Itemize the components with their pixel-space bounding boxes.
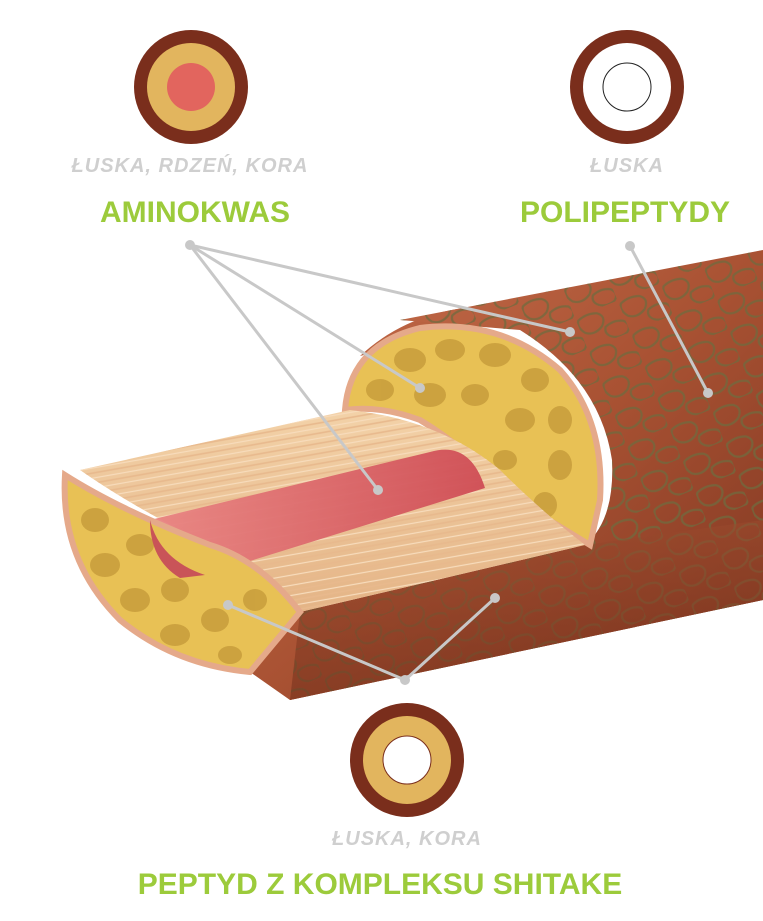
label-aminokwas: AMINOKWAS bbox=[100, 196, 290, 229]
caption-scale-medulla-cortex: ŁUSKA, RDZEŃ, KORA bbox=[71, 155, 309, 177]
caption-scale: ŁUSKA bbox=[590, 155, 664, 177]
label-polipeptydy: POLIPEPTYDY bbox=[519, 196, 731, 229]
medulla-stripe bbox=[150, 449, 485, 575]
scale-medulla-cortex-icon bbox=[134, 30, 248, 144]
caption-scale-cortex: ŁUSKA, KORA bbox=[332, 828, 482, 850]
scale-cortex-icon bbox=[350, 703, 464, 817]
leader-lines bbox=[188, 243, 710, 682]
label-peptyd-shitake: PEPTYD Z KOMPLEKSU SHITAKE bbox=[137, 868, 623, 901]
scale-only-icon bbox=[570, 30, 684, 144]
